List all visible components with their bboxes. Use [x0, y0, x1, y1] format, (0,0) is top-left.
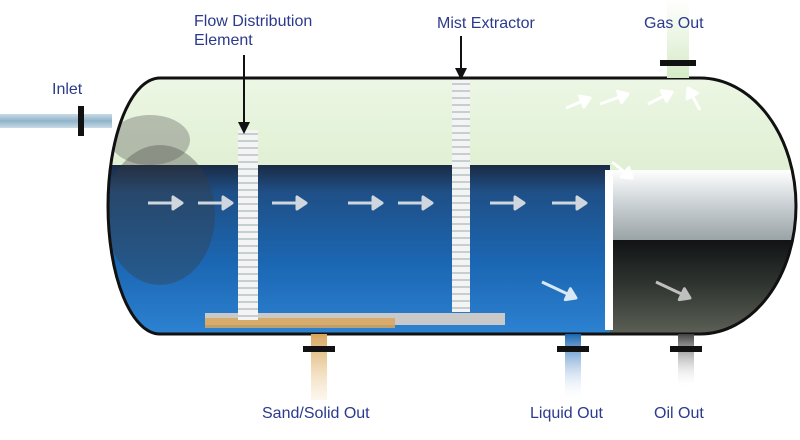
- flow-arrow: [272, 195, 308, 211]
- sand-deposit: [205, 318, 395, 328]
- inlet-flange: [78, 106, 84, 136]
- flow-arrow: [655, 280, 692, 302]
- flow-arrow: [148, 195, 184, 211]
- vessel-interior: [108, 78, 796, 334]
- flow-arrow: [348, 195, 384, 211]
- liquid-out-label: Liquid Out: [530, 405, 603, 422]
- mist-extractor-label: Mist Extractor: [437, 15, 535, 32]
- flow-arrow: [685, 86, 702, 111]
- flow-arrow: [599, 89, 630, 106]
- sand-out-label: Sand/Solid Out: [262, 405, 370, 422]
- vessel-shell: [106, 76, 798, 336]
- sand-outlet-flange: [303, 346, 335, 352]
- flow-arrow: [565, 94, 592, 110]
- flow-arrows: [148, 86, 702, 302]
- inlet-turbulence: [108, 145, 215, 285]
- gas-outlet-flange: [660, 60, 696, 66]
- oil-outlet-flange: [670, 346, 702, 352]
- flow-arrow: [398, 195, 434, 211]
- liquid-outlet-pipe: [565, 334, 581, 402]
- flow-arrow: [198, 195, 234, 211]
- oil-out-label: Oil Out: [654, 405, 704, 422]
- flow-arrow: [490, 195, 526, 211]
- inlet-pipe: [0, 114, 112, 128]
- flow-arrow: [611, 160, 634, 180]
- inlet-label: Inlet: [52, 81, 83, 98]
- gas-outlet-pipe: [667, 0, 689, 78]
- oil-outlet-pipe: [678, 334, 694, 388]
- gas-out-label: Gas Out: [644, 15, 704, 32]
- flow-arrow: [647, 89, 674, 106]
- weir-plate: [605, 170, 613, 330]
- oil-surface-zone: [610, 170, 796, 240]
- flow-arrow: [552, 195, 588, 211]
- flow-arrow: [541, 280, 578, 302]
- liquid-outlet-flange: [557, 346, 589, 352]
- sand-outlet-pipe: [311, 334, 327, 400]
- liquid-zone: [108, 165, 610, 334]
- flow-distribution-label: Flow Distribution Element: [194, 13, 313, 49]
